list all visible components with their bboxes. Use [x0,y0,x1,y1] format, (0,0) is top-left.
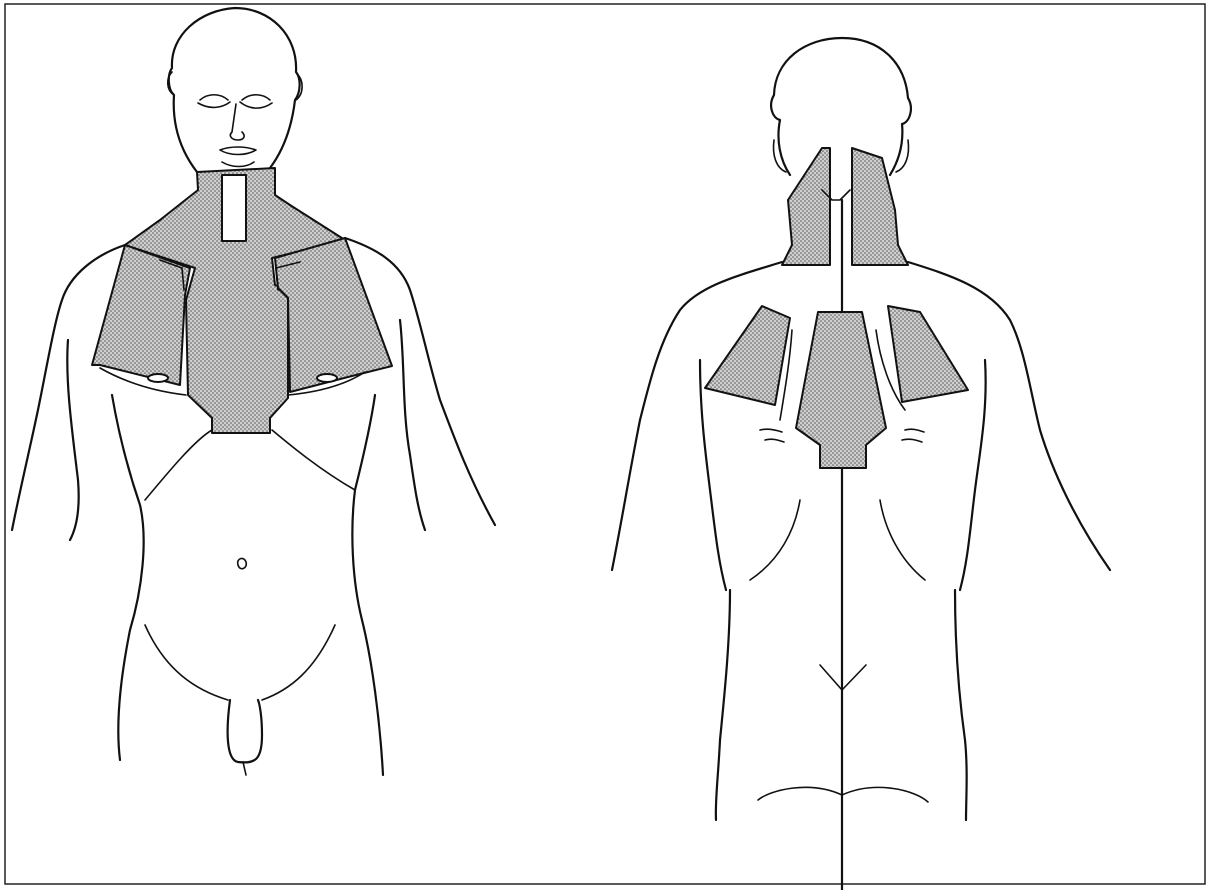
front-right-arm-outline [345,238,495,525]
front-groin [228,700,262,762]
back-right-neck-patch [852,148,908,265]
front-head-outline [169,8,300,186]
back-head-outline [771,38,911,175]
back-torso-outline [716,590,730,820]
front-mouth [220,147,256,155]
back-right-scapula-patch [888,306,968,402]
back-shoulder-outline [612,262,782,570]
front-eye-right [242,95,270,100]
front-torso-outline [112,395,144,760]
front-navel [238,558,247,568]
back-left-scapula-patch [705,306,790,405]
back-view [612,38,1110,890]
front-nipple-left [148,374,168,382]
back-left-neck-patch [782,148,830,265]
front-eye-left [200,95,228,100]
figure-frame [5,4,1205,884]
front-view [12,8,495,775]
front-right-shoulder-patch [275,238,392,392]
back-upper-spine-patch [796,312,886,468]
front-nipple-right [317,374,337,382]
front-nose [230,104,244,140]
front-collar-tab [222,175,246,241]
